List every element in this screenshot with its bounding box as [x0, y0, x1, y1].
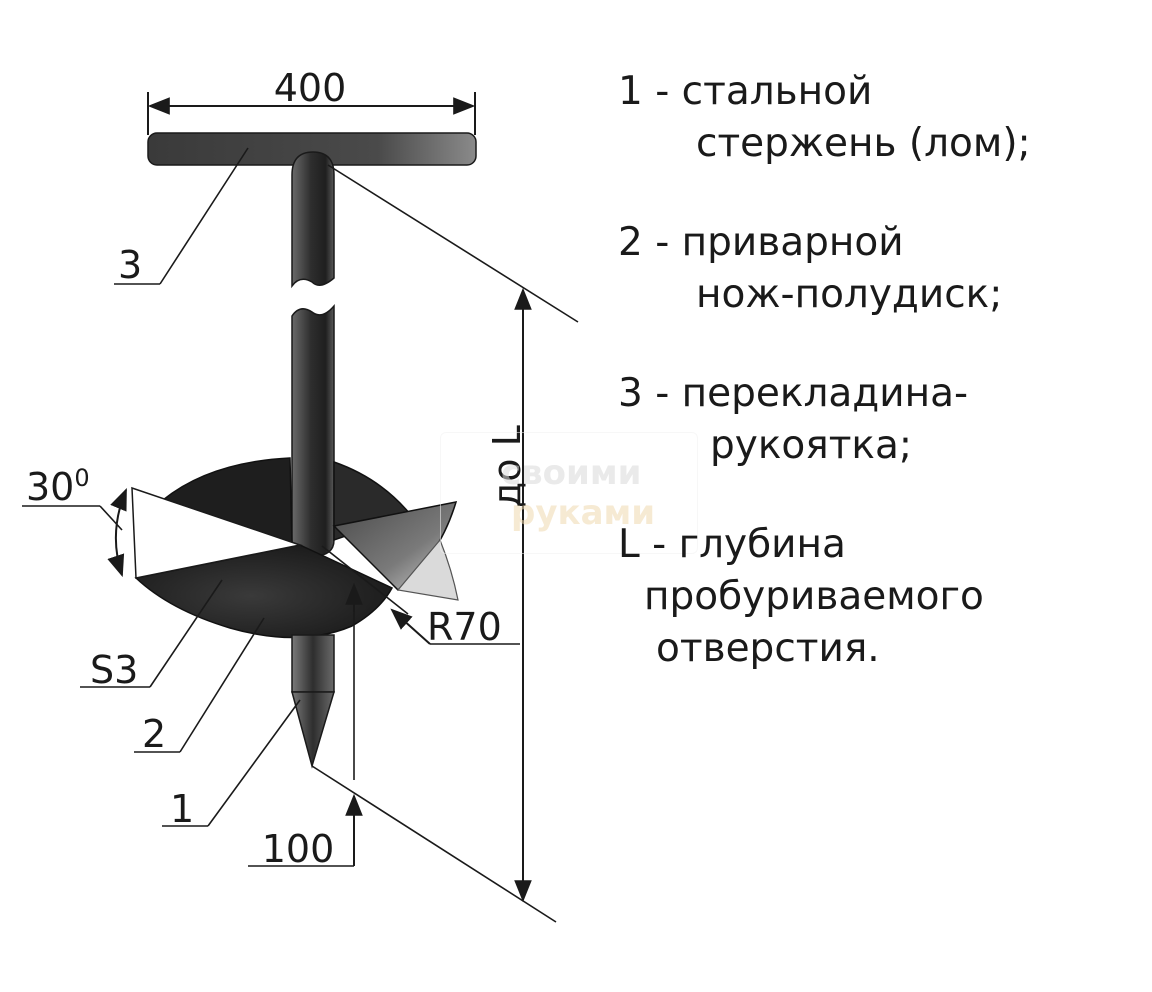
- tip-shaft: [291, 634, 335, 693]
- callout-1-label: 1: [170, 787, 194, 831]
- legend-item-1-line1: 1 - стальной: [618, 69, 873, 114]
- callout-1-leader: [207, 699, 301, 827]
- angle-label: 300: [26, 464, 90, 509]
- legend-item-1: 1 - стальной стержень (лом);: [618, 66, 1138, 170]
- watermark-top: своими: [501, 453, 642, 493]
- r70-arrow: [390, 608, 431, 645]
- s3-label: S3: [90, 648, 138, 692]
- angle-arc: [107, 487, 127, 578]
- watermark-logo: своими руками: [440, 432, 698, 554]
- watermark-bottom: руками: [511, 493, 656, 533]
- rod-lower: [291, 303, 335, 557]
- s3-leader: [149, 579, 223, 688]
- legend-item-L: L - глубина пробуриваемого отверстия.: [618, 519, 1138, 675]
- r70-label: R70: [427, 605, 502, 649]
- angle-value: 30: [26, 465, 74, 509]
- depth-ext-top: [327, 164, 579, 323]
- tip-point: [291, 691, 336, 769]
- half-disk-upper-left: [161, 457, 293, 547]
- dim-400-label: 400: [274, 66, 347, 110]
- legend-item-1-line2: стержень (лом);: [696, 121, 1031, 166]
- legend: 1 - стальной стержень (лом); 2 - приварн…: [618, 66, 1138, 722]
- angle-leader: [99, 505, 123, 531]
- tip-dim-label: 100: [262, 827, 335, 871]
- angle-degree-sup: 0: [74, 464, 89, 492]
- legend-item-2-line1: 2 - приварной: [618, 220, 904, 265]
- r70-leader: [321, 545, 409, 615]
- legend-item-L-line1: L - глубина: [618, 522, 846, 567]
- rod-upper: [291, 151, 335, 289]
- callout-3-leader: [159, 147, 249, 285]
- depth-ext-bottom: [311, 765, 557, 923]
- cut-wedge: [131, 486, 303, 579]
- depth-label: до L: [485, 425, 529, 508]
- legend-item-L-line2: пробуриваемого: [644, 574, 984, 619]
- legend-item-3: 3 - перекладина- рукоятка;: [618, 368, 1138, 472]
- half-disk-lower: [134, 544, 394, 639]
- legend-item-2: 2 - приварной нож-полудиск;: [618, 217, 1138, 321]
- legend-item-3-line2: рукоятка;: [710, 423, 913, 468]
- callout-2-label: 2: [142, 712, 166, 756]
- callout-3-label: 3: [118, 243, 142, 287]
- legend-item-3-line1: 3 - перекладина-: [618, 371, 969, 416]
- callout-2-leader: [179, 617, 265, 753]
- legend-item-L-line3: отверстия.: [656, 626, 880, 671]
- blade-wing-edge: [396, 538, 459, 601]
- legend-item-2-line2: нож-полудиск;: [696, 272, 1003, 317]
